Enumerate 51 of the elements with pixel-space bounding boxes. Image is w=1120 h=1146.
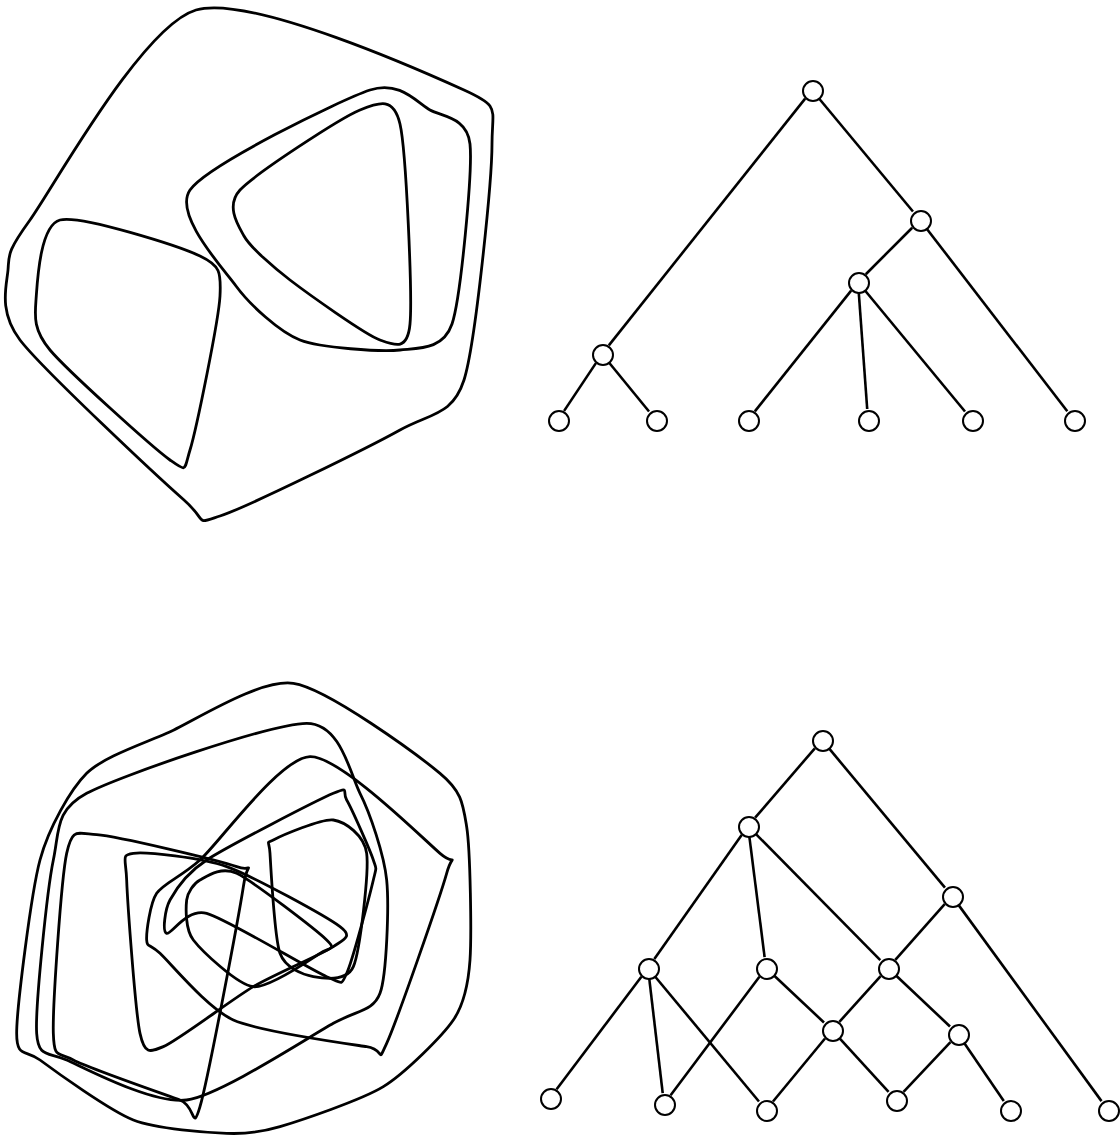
connector-line: [607, 361, 651, 413]
connector-line: [818, 97, 914, 213]
connector-line: [894, 903, 946, 961]
node-circle: [737, 409, 759, 431]
node-circle: [755, 957, 777, 979]
connector-line: [648, 978, 664, 1094]
connector-line: [902, 1041, 952, 1093]
connector-line: [857, 292, 869, 410]
node-circle: [909, 209, 931, 231]
connector-line: [963, 1042, 1005, 1102]
connector-line: [607, 97, 807, 347]
connector-line: [653, 834, 743, 960]
node-circle: [857, 409, 879, 431]
node-circle: [591, 343, 613, 365]
connector-line: [838, 975, 882, 1023]
node-circle: [885, 1089, 907, 1111]
node-circle: [645, 409, 667, 431]
connector-line: [654, 975, 760, 1103]
node-circle: [847, 271, 869, 293]
connector-line: [754, 832, 882, 962]
connector-line: [669, 976, 761, 1096]
node-circle: [755, 1099, 777, 1121]
node-circle: [1097, 1099, 1119, 1121]
node-circle: [637, 957, 659, 979]
node-circle: [801, 79, 823, 101]
connector-line: [957, 904, 1103, 1102]
node-circle: [1063, 409, 1085, 431]
connector-line: [772, 1037, 826, 1103]
node-circle: [961, 409, 983, 431]
node-circle: [539, 1087, 561, 1109]
connector-line: [828, 747, 946, 889]
connector-line: [864, 226, 914, 276]
node-circle: [547, 409, 569, 431]
node-circle: [737, 815, 759, 837]
connector-line: [754, 747, 816, 819]
node-circle: [811, 729, 833, 751]
connector-line: [748, 836, 766, 958]
connector-line: [925, 227, 1069, 413]
connector-line: [895, 974, 951, 1028]
connector-line: [563, 362, 597, 412]
connector-line: [864, 289, 966, 413]
node-circle: [941, 885, 963, 907]
connector-line: [773, 974, 825, 1024]
connector-line: [555, 976, 643, 1090]
connector-line: [838, 1037, 890, 1093]
node-circle: [821, 1019, 843, 1041]
node-circle: [877, 957, 899, 979]
node-circle: [947, 1023, 969, 1045]
node-circle: [653, 1093, 675, 1115]
connector-line: [753, 289, 853, 413]
node-circle: [999, 1099, 1021, 1121]
